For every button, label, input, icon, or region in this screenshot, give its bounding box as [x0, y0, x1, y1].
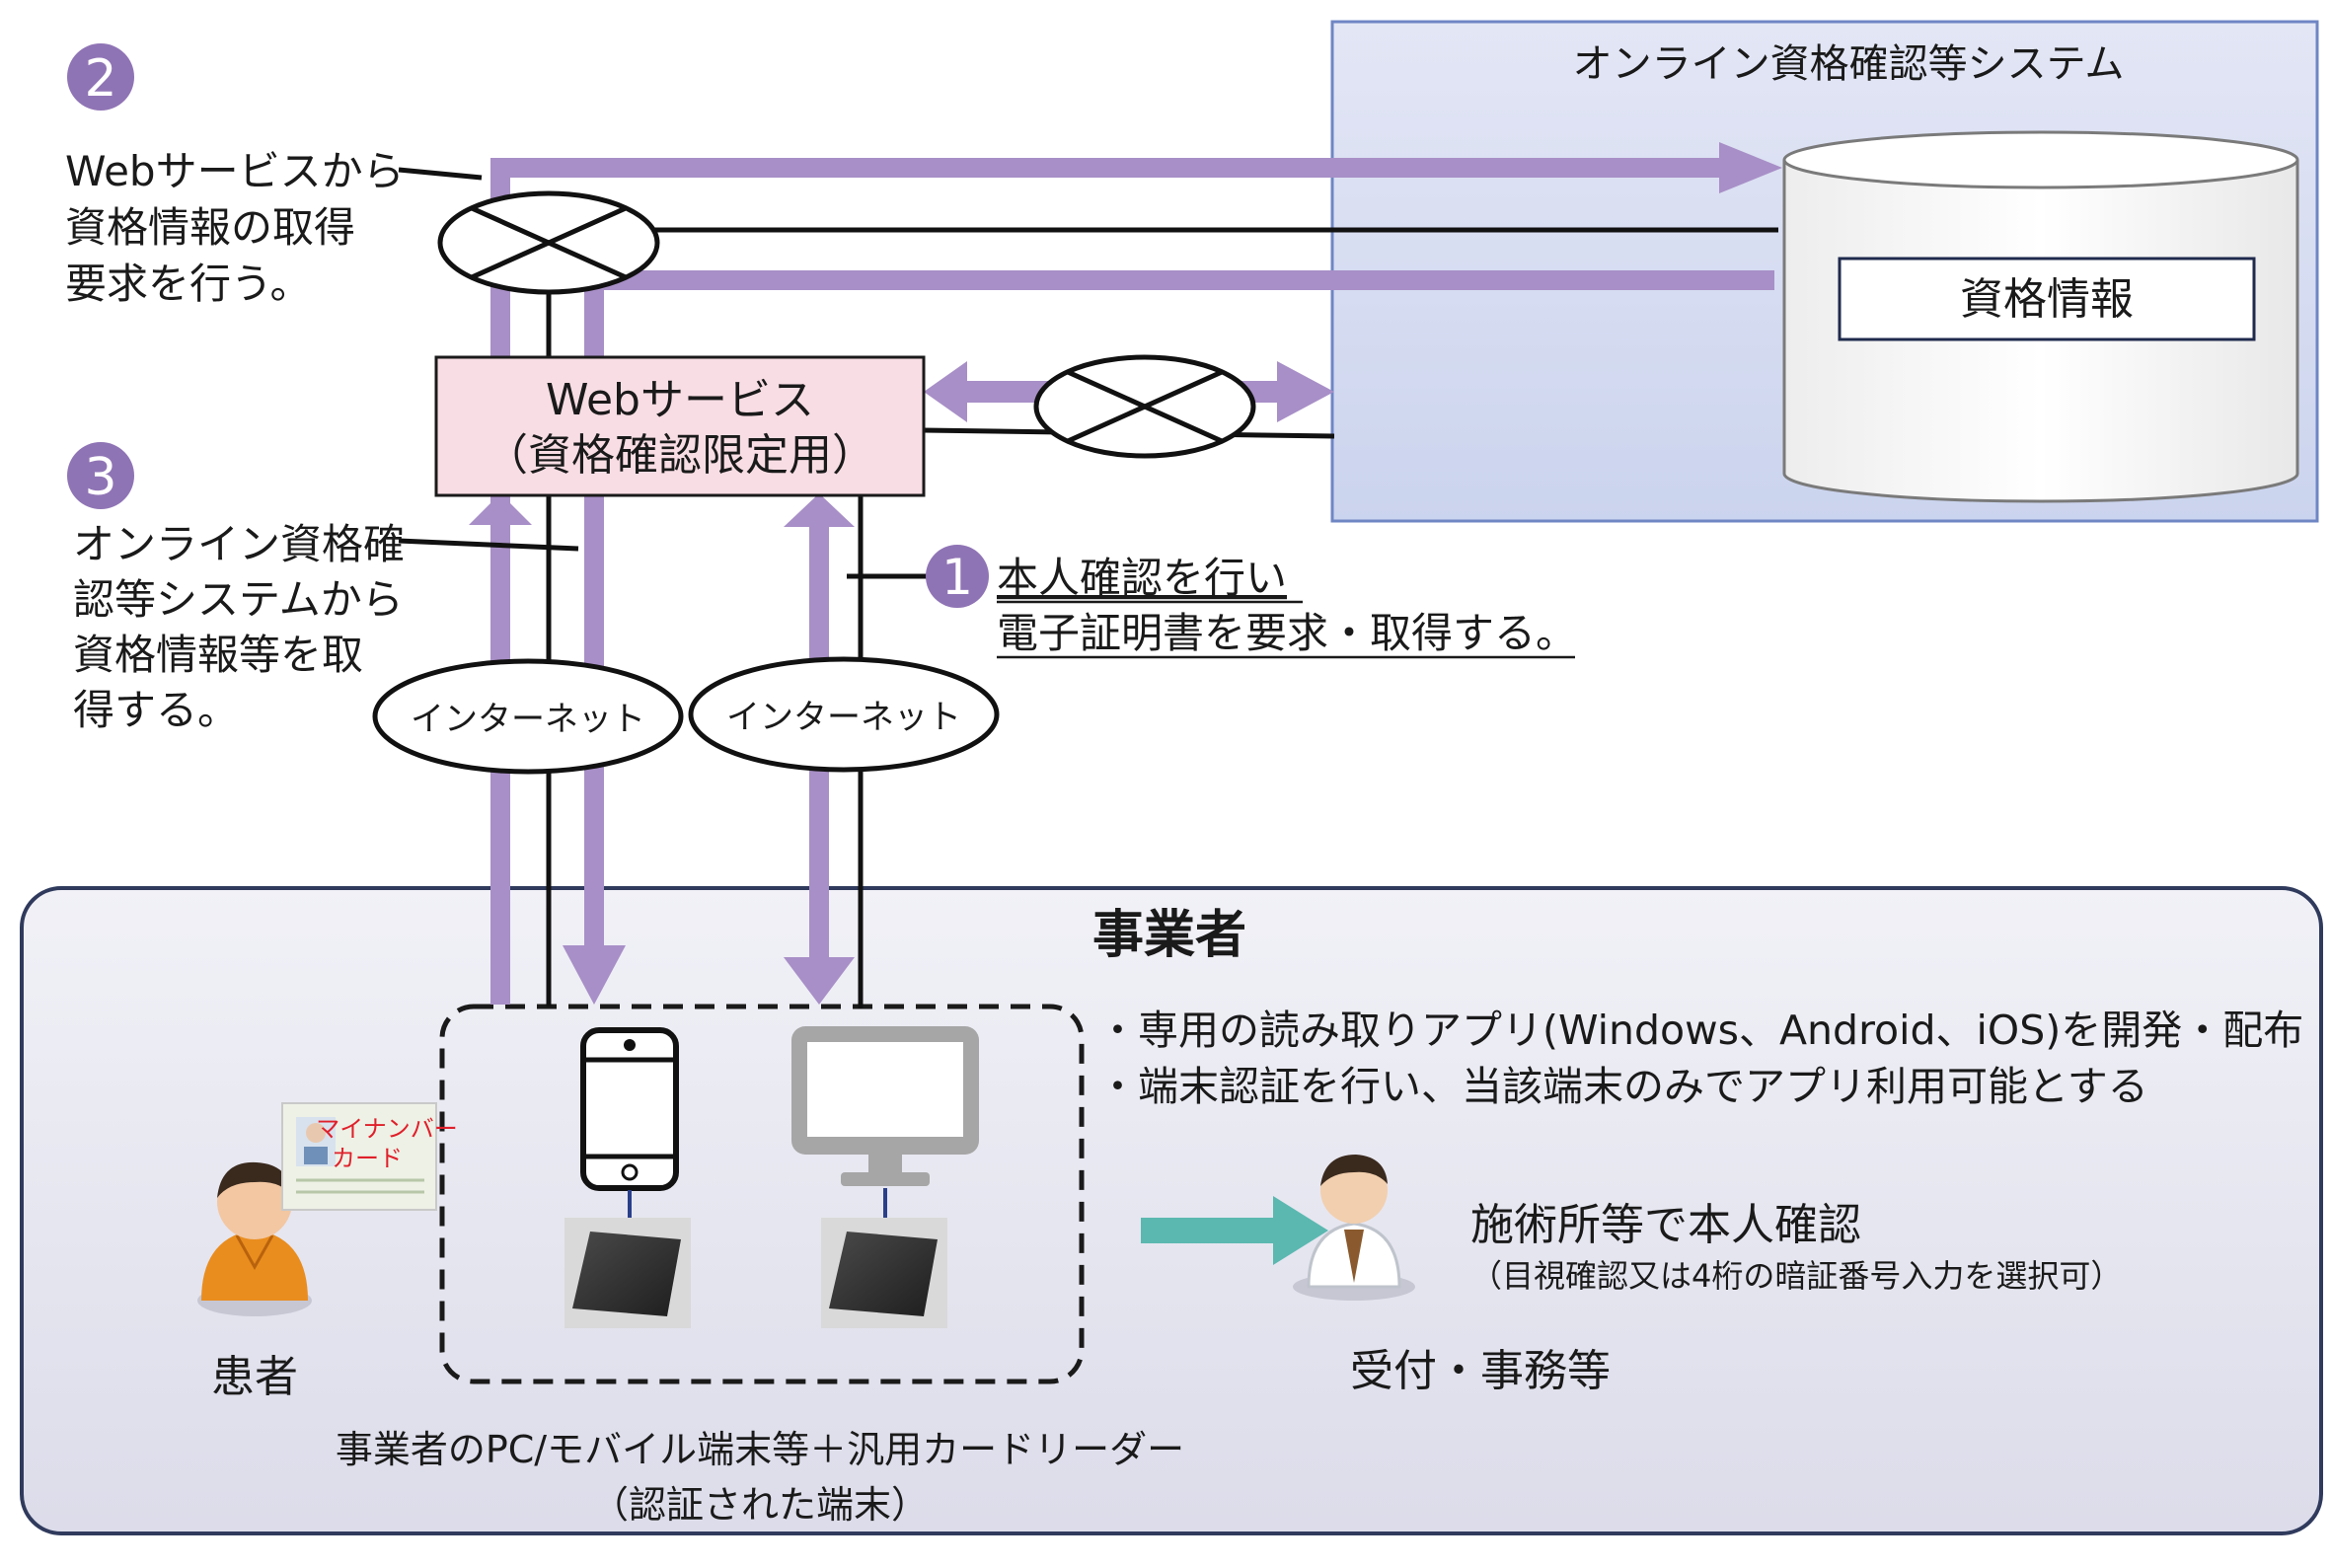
- step1-line-1: 本人確認を行い: [997, 554, 1287, 602]
- step2-line-2: 資格情報の取得: [65, 203, 355, 252]
- qualification-info-box: [1838, 257, 2256, 341]
- online-system-title: オンライン資格確認等システム: [1573, 41, 2125, 87]
- patient-label: 患者: [211, 1352, 298, 1402]
- qualification-info-label: 資格情報: [1960, 274, 2134, 325]
- internet-left: インターネット: [372, 658, 684, 775]
- internet-right-label: インターネット: [726, 698, 961, 737]
- step3-line-1: オンライン資格確: [73, 520, 405, 568]
- step2-line-3: 要求を行う。: [65, 260, 311, 308]
- step3-number: 3: [84, 448, 116, 507]
- step3-line-4: 得する。: [73, 686, 239, 734]
- flow-arrow-route2-head: [1719, 142, 1782, 193]
- flow-arrow-web-system-left-head: [924, 361, 967, 422]
- callout-line-step3: [398, 538, 579, 552]
- devices-caption-sub: （認証された端末）: [591, 1483, 929, 1527]
- network-crossing-top-icon: [437, 190, 660, 295]
- callout-line-step2: [398, 167, 483, 181]
- step3-line-2: 認等システムから: [73, 575, 404, 624]
- devices-caption: 事業者のPC/モバイル端末等＋汎用カードリーダー: [336, 1428, 1184, 1471]
- my-number-card-icon: マイナンバー カード: [281, 1102, 458, 1211]
- step1-badge: [926, 545, 989, 608]
- desktop-monitor-icon: [791, 1026, 979, 1186]
- internet-left-label: インターネット: [411, 700, 645, 739]
- card-reader-left-icon: [564, 1218, 691, 1328]
- identity-confirmation-title: 施術所等で本人確認: [1470, 1200, 1861, 1250]
- reception-staff-icon: [1293, 1155, 1415, 1301]
- web-service-subtitle: （資格確認限定用）: [485, 430, 875, 481]
- card-reader-right-icon: [821, 1218, 947, 1328]
- my-number-card-line-2: カード: [332, 1145, 403, 1172]
- bullet-device-authentication: ・端末認証を行い、当該端末のみでアプリ利用可能とする: [1097, 1063, 2148, 1110]
- flow-arrow-route3-horizontal: [584, 270, 1774, 290]
- step2-line-1: Webサービスから: [65, 147, 405, 195]
- web-service-title: Webサービス: [546, 375, 814, 425]
- step3-callout: 3 オンライン資格確 認等システムから 資格情報等を取 得する。: [67, 442, 405, 734]
- flow-arrow-route2-horizontal: [490, 158, 1726, 178]
- bullet-app-distribution: ・専用の読み取りアプリ(Windows、Android、iOS)を開発・配布: [1097, 1007, 2303, 1054]
- flow-arrow-route1-head-down: [784, 957, 855, 1005]
- online-system-area: オンライン資格確認等システム 資格情報: [1330, 20, 2319, 523]
- flow-arrow-webservice-up-left: [469, 493, 532, 525]
- step1-callout: 1 本人確認を行い 電子証明書を要求・取得する。: [926, 545, 1577, 659]
- step3-badge: [67, 442, 134, 509]
- connection-lines: [398, 167, 1778, 1008]
- step1-number: 1: [941, 549, 973, 606]
- step2-callout: 2 Webサービスから 資格情報の取得 要求を行う。: [65, 43, 405, 308]
- web-service-box: Webサービス （資格確認限定用）: [434, 355, 926, 497]
- step2-number: 2: [84, 49, 116, 109]
- step2-badge: [67, 43, 134, 111]
- patient-icon: [197, 1161, 312, 1316]
- teal-arrow-icon: [1141, 1196, 1328, 1265]
- step3-line-3: 資格情報等を取: [73, 631, 363, 679]
- reception-label: 受付・事務等: [1350, 1346, 1611, 1396]
- network-crossing-right-icon: [1033, 354, 1256, 459]
- identity-confirmation-subtitle: （目視確認又は4桁の暗証番号入力を選択可）: [1470, 1257, 2122, 1295]
- flow-arrow-route1-head-up: [784, 493, 855, 527]
- flow-arrow-route3-head: [563, 945, 626, 1005]
- my-number-card-line-1: マイナンバー: [316, 1115, 458, 1143]
- smartphone-icon: [580, 1027, 679, 1191]
- flow-arrow-web-system-right-head: [1277, 361, 1334, 422]
- device-group-dashed-box: [439, 1004, 1085, 1384]
- step1-line-2: 電子証明書を要求・取得する。: [997, 609, 1577, 657]
- internet-right: インターネット: [688, 656, 1000, 773]
- business-operator-title: 事業者: [1092, 906, 1246, 965]
